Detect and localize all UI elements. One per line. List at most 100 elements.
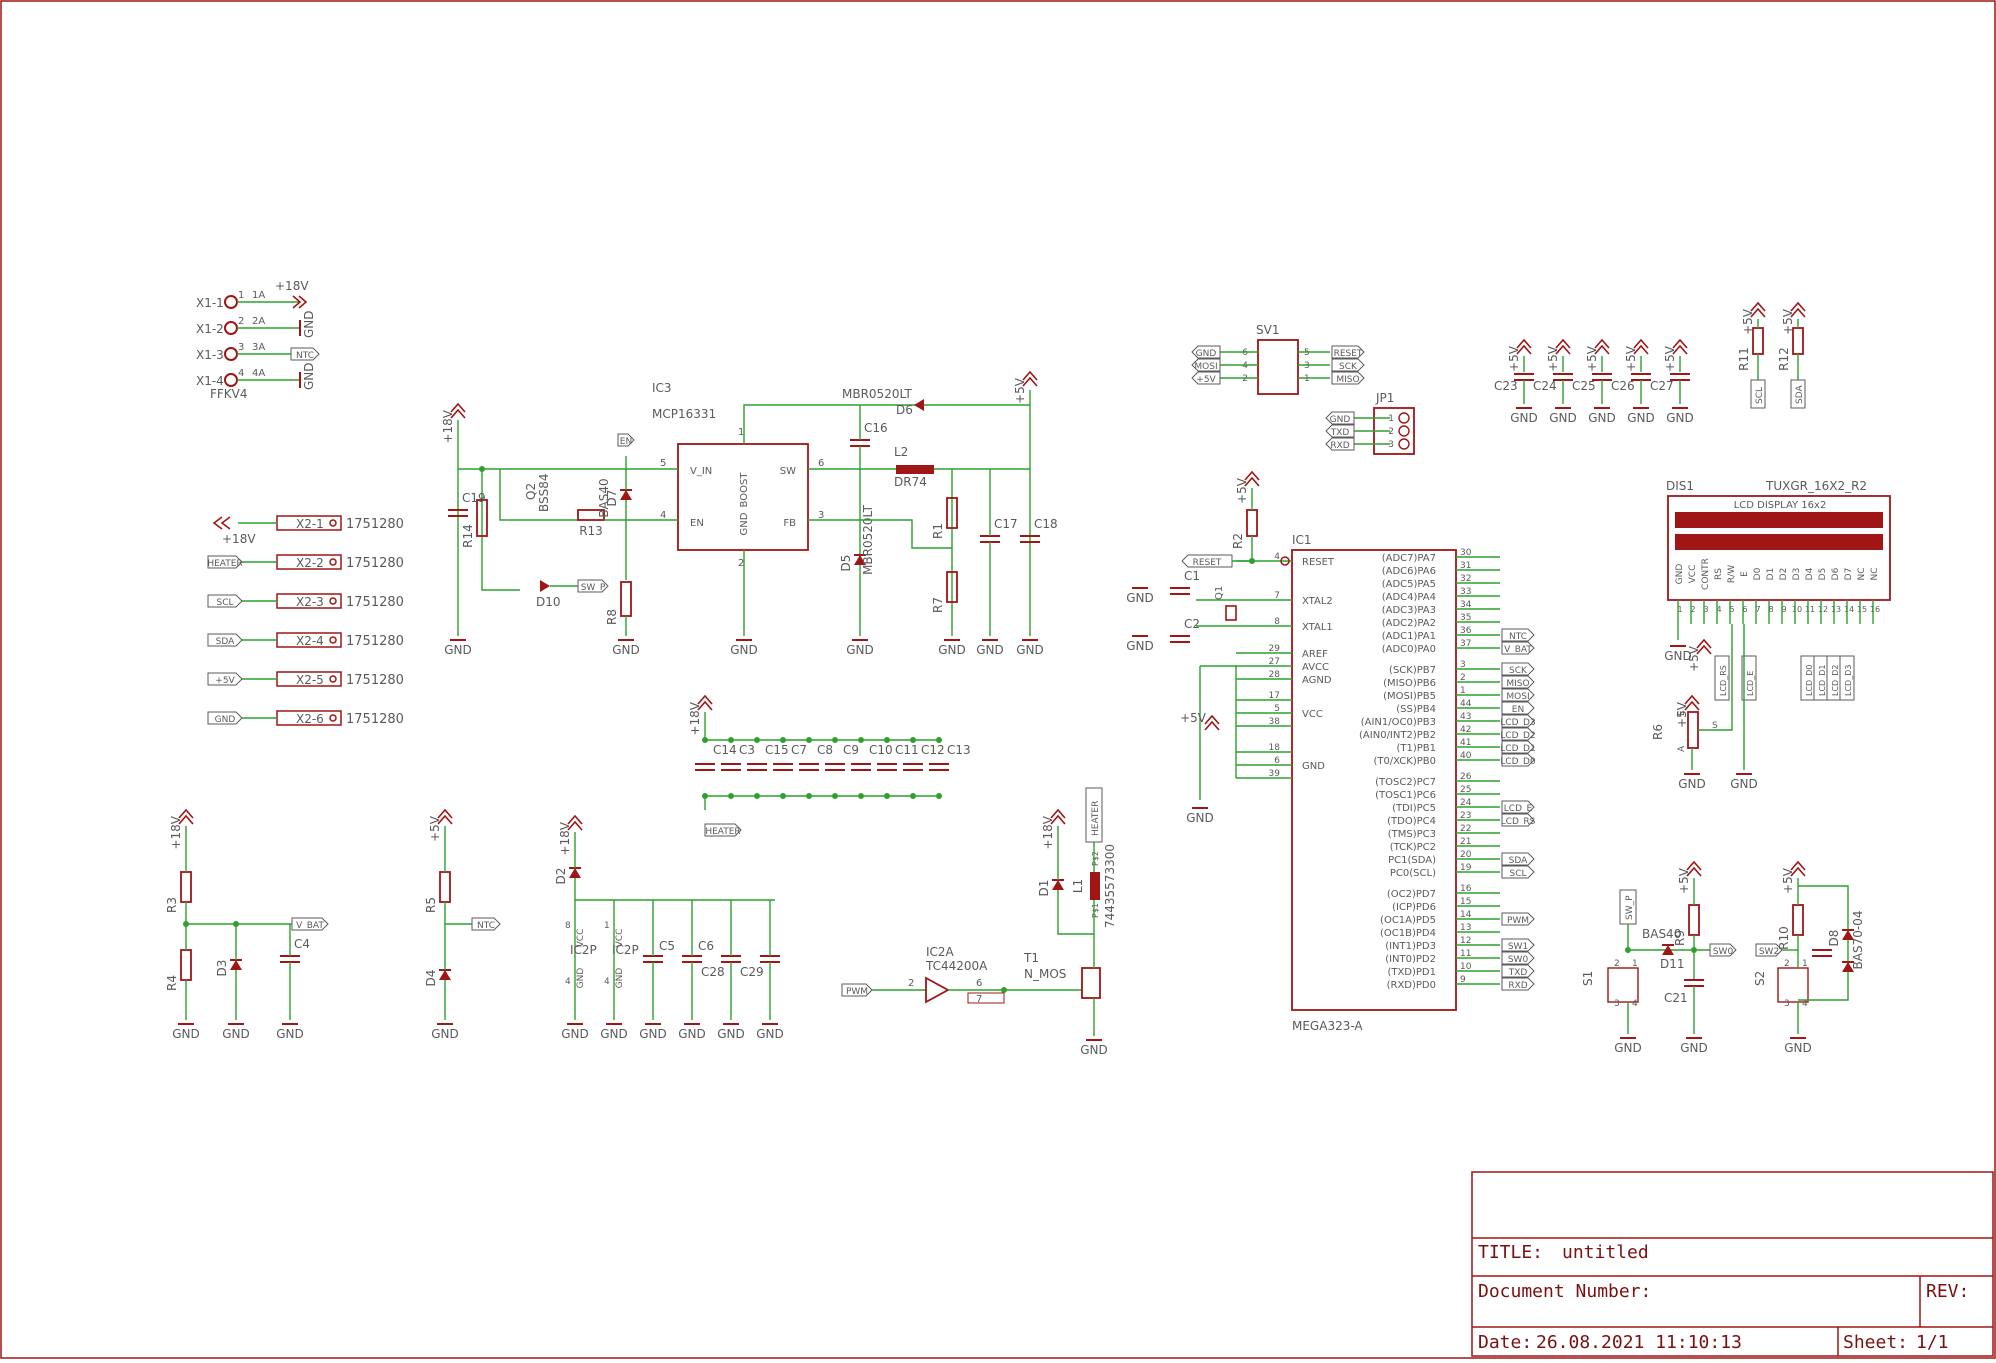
diode-symbol: [1842, 962, 1854, 972]
x1-pin-number: 2: [238, 316, 244, 327]
ic1-pin-number: 13: [1460, 923, 1471, 933]
resistor-ref: R9: [1673, 930, 1687, 946]
supply-arrow-symbol: [220, 516, 231, 530]
driver-out: [967, 992, 1005, 1004]
ic1-pin-name: (AIN1/OC0)PB3: [1361, 717, 1436, 728]
l1-ref: L1: [1071, 879, 1085, 893]
display-bus-label: LCD_D1: [1818, 665, 1827, 696]
vin-wire: [457, 420, 678, 470]
supply-arrow-symbol: [1790, 866, 1806, 877]
ic1-ref: IC1: [1292, 533, 1312, 547]
decoupling-ref: C27: [1650, 379, 1674, 393]
display-pin-number: 10: [1792, 605, 1802, 614]
ic1-pin-number: 10: [1460, 962, 1472, 972]
gnd-label: GND: [222, 1027, 250, 1041]
net-tag-label: LCD_RS: [1501, 817, 1536, 827]
ic1-pin-number: 37: [1460, 639, 1471, 649]
ic3-pin-number: 5: [660, 458, 666, 469]
diode-symbol: [1662, 945, 1674, 955]
junction: [780, 793, 786, 799]
ic3-part: MCP16331: [652, 407, 716, 421]
ic2-cap-ref: C28: [701, 965, 725, 979]
x2-part: 1751280: [346, 517, 404, 532]
ic3-pin-number: 6: [818, 458, 824, 469]
net-tag-label: +5V: [215, 676, 235, 686]
x2-part: 1751280: [346, 556, 404, 571]
date-label: Date:: [1478, 1332, 1532, 1353]
supply-label: +18V: [441, 409, 455, 443]
net-tag-label: NTC: [296, 351, 314, 361]
supply-arrow-symbol: [1022, 370, 1038, 381]
jp1-pin-symbol: [1398, 425, 1410, 437]
supply-label: +5V: [1741, 308, 1755, 335]
ic2-pin-number: 4: [604, 977, 610, 987]
cap-row-ref: C7: [791, 743, 807, 757]
supply-arrow-symbol: [1050, 808, 1066, 819]
ic1-pin-number: 8: [1274, 617, 1280, 627]
cap-row-ref: C8: [817, 743, 833, 757]
d6-ref: D6: [896, 403, 913, 417]
supply-arrow-symbol: [1516, 338, 1532, 349]
document-number-label: Document Number:: [1478, 1281, 1651, 1302]
cap-row-ref: C12: [921, 743, 945, 757]
display-pin-number: 13: [1831, 605, 1841, 614]
gnd-label: GND: [756, 1027, 784, 1041]
x1-ref: X1-1: [196, 296, 224, 310]
ic1-pin-number: 1: [1460, 686, 1466, 696]
supply-arrow-symbol: [1672, 344, 1688, 355]
display-pin-number: 7: [1755, 605, 1760, 614]
cap-row-ref: C15: [765, 743, 789, 757]
ic1-body: [1291, 549, 1457, 1011]
net-tag: [1501, 865, 1535, 879]
ic1-pin-number: 24: [1460, 798, 1472, 808]
heater-net-tag: [1085, 787, 1103, 843]
net-tag-label: LCD_D0: [1500, 757, 1536, 767]
pullup-net-label: SCL: [1755, 387, 1765, 404]
display-body: [1667, 495, 1891, 601]
gnd-label: GND: [1126, 591, 1154, 605]
gnd-label: GND: [730, 643, 758, 657]
gnd-label: GND: [1680, 1041, 1708, 1055]
display-pin-number: 6: [1742, 605, 1747, 614]
junction: [1001, 987, 1007, 993]
net-tag: [1191, 358, 1221, 372]
junction: [858, 737, 864, 743]
jp1-ref: JP1: [1375, 391, 1394, 405]
x2-ref: X2-1: [296, 517, 324, 531]
ic1-pin-name: (ADC1)PA1: [1382, 631, 1436, 642]
supply-arrow-symbol: [298, 295, 308, 309]
jp1-pin: 3: [1388, 440, 1394, 450]
switch-pin: 1: [1632, 959, 1638, 969]
supply-arrow-symbol: [1750, 307, 1766, 318]
capacitor-ref: C1: [1184, 569, 1200, 583]
resistor-symbol: [946, 571, 958, 603]
ic3-pin-name: FB: [783, 518, 796, 529]
l1-pad: P$2: [1091, 851, 1100, 866]
net-tag-label: LCD_D3: [1500, 718, 1535, 728]
supply-arrow-symbol: [1244, 476, 1260, 487]
d10-symbol: [540, 580, 550, 592]
junction: [806, 737, 812, 743]
x2-part: 1751280: [346, 634, 404, 649]
ic3-pin-number: 3: [818, 510, 824, 521]
x2-part: 1751280: [346, 673, 404, 688]
net-tag: [1331, 358, 1365, 372]
resistor-symbol: [620, 581, 632, 617]
ic3-body: [677, 443, 809, 551]
net-tag-label: PWM: [1507, 916, 1529, 926]
x1-pin-symbol: [224, 347, 238, 361]
x1-pad: 4A: [252, 368, 265, 379]
ic1-pin-name: (T1)PB1: [1396, 743, 1436, 754]
display-pin-number: 16: [1870, 605, 1880, 614]
ic1-pin-number: 35: [1460, 613, 1471, 623]
gnd-label: GND: [639, 1027, 667, 1041]
gnd-label: GND: [276, 1027, 304, 1041]
l1-pad: P$1: [1091, 903, 1100, 918]
resistor-ref: R12: [1777, 347, 1791, 371]
sv1-body: [1257, 339, 1299, 395]
ic1-pin-number: 6: [1274, 756, 1280, 766]
supply-arrow-symbol: [1204, 720, 1220, 731]
l2-part: DR74: [894, 475, 927, 489]
supply-label: +18V: [558, 821, 572, 855]
